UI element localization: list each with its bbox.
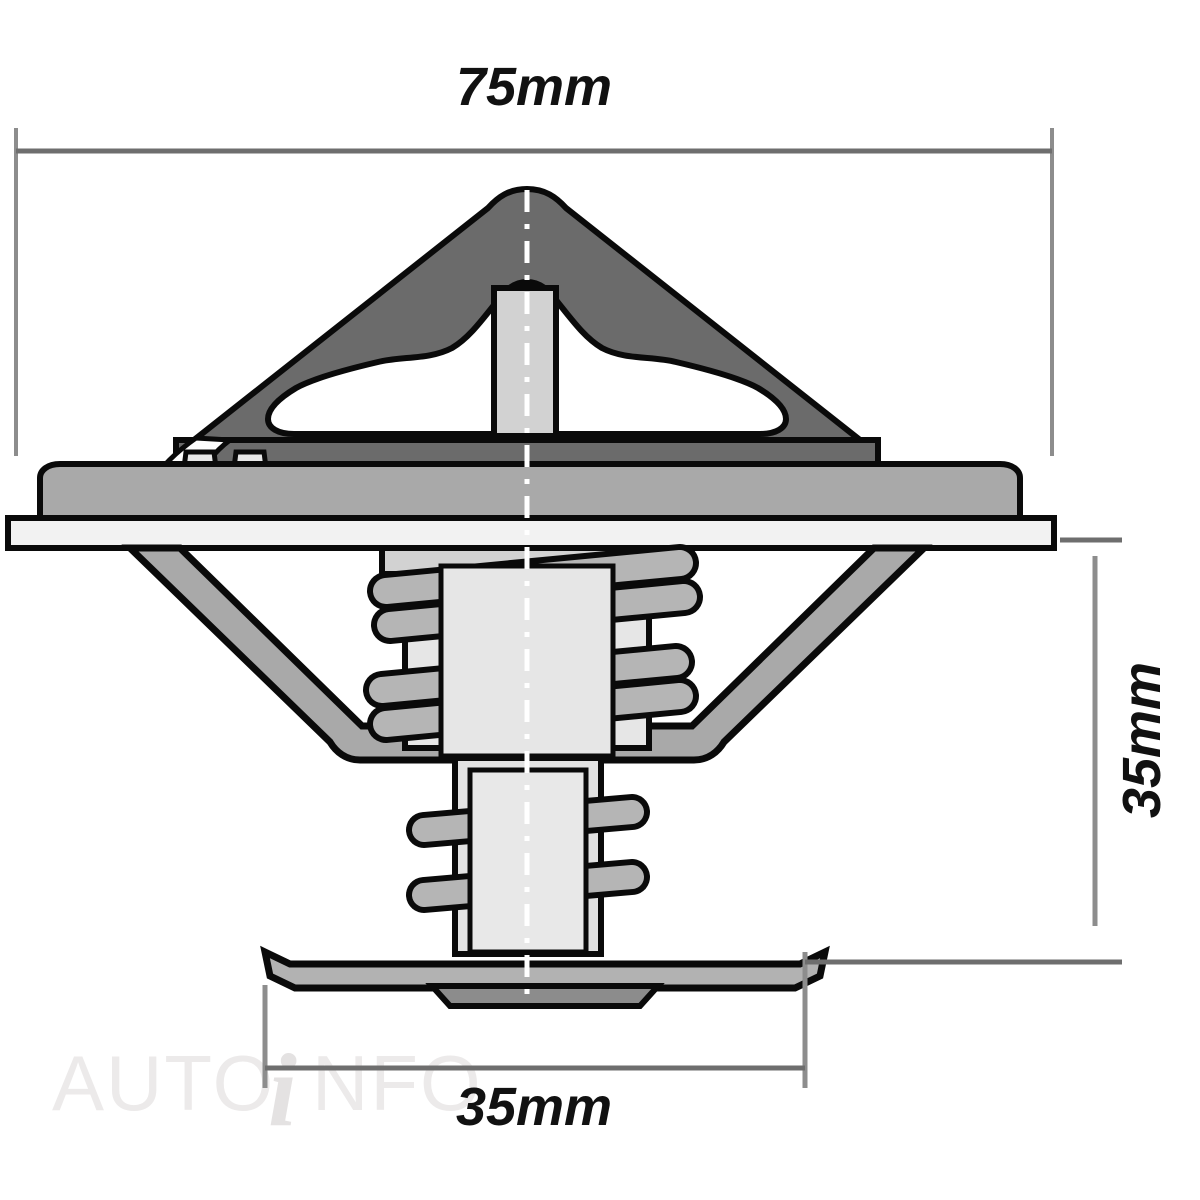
dimension-width-overall: 75mm xyxy=(14,57,1054,456)
watermark-prefix: AUTO xyxy=(52,1039,275,1127)
dimension-label-width: 75mm xyxy=(456,57,612,117)
valve-disc-boss xyxy=(425,983,665,1009)
valve-disc xyxy=(260,945,830,1009)
watermark-accent-i: i xyxy=(268,1033,297,1148)
body-cone xyxy=(121,544,933,764)
watermark-suffix: NFO xyxy=(312,1039,483,1127)
valve-disc-plate xyxy=(260,945,830,992)
dimension-label-valve: 35mm xyxy=(456,1077,612,1137)
dimension-valve-diameter: 35mm xyxy=(262,952,1060,1137)
dimension-label-height: 35mm xyxy=(1112,662,1172,818)
upper-spring-assembly xyxy=(363,544,703,759)
flange-upper-band xyxy=(37,461,1023,525)
flange-plate xyxy=(5,461,1057,551)
flange-plate-bar xyxy=(5,515,1057,551)
dimension-height-overall: 35mm xyxy=(1060,537,1172,965)
watermark: AUTO i NFO xyxy=(52,1033,483,1148)
body-cone-wall xyxy=(121,544,933,764)
